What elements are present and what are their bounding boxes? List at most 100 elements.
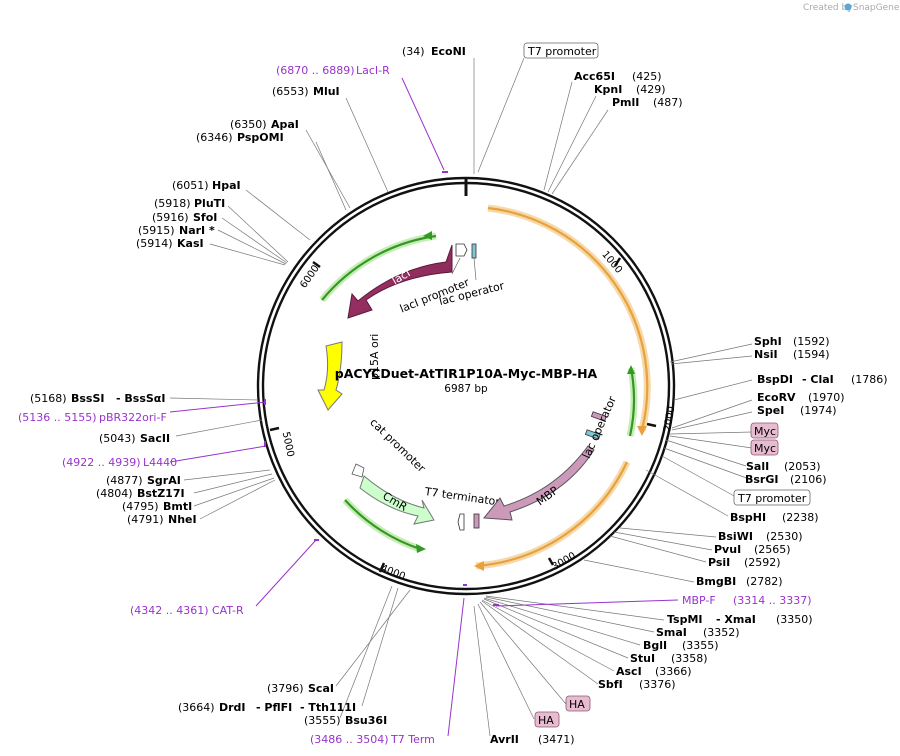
site-pspomi[interactable]: (6346) PspOMI <box>196 131 284 144</box>
site-econi[interactable]: (34) EcoNI <box>402 45 466 58</box>
t7-terminator-feature[interactable] <box>457 513 465 531</box>
svg-text:(5136 .. 5155): (5136 .. 5155) <box>18 411 97 424</box>
site-ecorv[interactable]: EcoRV (1970) <box>757 391 845 404</box>
site-sbfi[interactable]: SbfI (3376) <box>598 678 676 691</box>
myc-small-feature-1[interactable] <box>590 411 607 422</box>
primer-mbp-f[interactable]: MBP-F (3314 .. 3337) <box>682 594 812 607</box>
svg-text:- XmaI: - XmaI <box>716 613 756 626</box>
site-nari[interactable]: (5915) NarI * <box>138 224 215 237</box>
svg-text:(4922 .. 4939): (4922 .. 4939) <box>62 456 141 469</box>
site-bstz17i[interactable]: (4804) BstZ17I <box>96 487 185 500</box>
primer-cat-r[interactable]: (4342 .. 4361) CAT-R <box>130 604 244 617</box>
site-bmgbi[interactable]: BmgBI (2782) <box>696 575 783 588</box>
site-nsii[interactable]: NsiI (1594) <box>754 348 830 361</box>
orange-arc-2-arrow <box>474 561 484 571</box>
site-apai[interactable]: (6350) ApaI <box>230 118 299 131</box>
site-bsphi[interactable]: BspHI (2238) <box>730 511 819 524</box>
site-asci[interactable]: AscI (3366) <box>616 665 692 678</box>
svg-text:(3796): (3796) <box>267 682 304 695</box>
svg-text:SphI: SphI <box>754 335 782 348</box>
svg-text:PsiI: PsiI <box>708 556 730 569</box>
mbp-feature[interactable] <box>483 445 595 521</box>
site-psii[interactable]: PsiI (2592) <box>708 556 781 569</box>
site-sfoi[interactable]: (5916) SfoI <box>152 211 217 224</box>
svg-text:(2565): (2565) <box>754 543 791 556</box>
svg-text:(5914): (5914) <box>136 237 173 250</box>
tag-ha-2[interactable]: HA <box>534 711 560 728</box>
svg-text:Acc65I: Acc65I <box>574 70 615 83</box>
lac-operator-right-label: lac operator <box>580 394 619 461</box>
tick-2000: 2000 <box>662 405 677 432</box>
laci-feature[interactable] <box>347 244 453 319</box>
primer-t7-term[interactable]: (3486 .. 3504) T7 Term <box>310 733 435 746</box>
tag-myc-2[interactable]: Myc <box>750 439 779 456</box>
plasmid-name: pACYCDuet-AtTIR1P10A-Myc-MBP-HA <box>335 366 598 381</box>
green-arc-right-arrow <box>627 365 635 374</box>
primer-pbr322ori-f[interactable]: (5136 .. 5155) pBR322ori-F <box>18 411 167 424</box>
site-kpni[interactable]: KpnI (429) <box>594 83 666 96</box>
primer-l4440[interactable]: (4922 .. 4939) L4440 <box>62 456 177 469</box>
svg-text:(4342 .. 4361): (4342 .. 4361) <box>130 604 209 617</box>
site-sphi[interactable]: SphI (1592) <box>754 335 830 348</box>
svg-text:(5918): (5918) <box>154 197 191 210</box>
site-bsssi-bsssai[interactable]: (5168) BssSI - BssSαI <box>30 392 165 405</box>
svg-text:ScaI: ScaI <box>308 682 334 695</box>
site-sgrai[interactable]: (4877) SgrAI <box>106 474 181 487</box>
site-t7-promoter-right[interactable]: T7 promoter <box>733 489 811 506</box>
site-pmli[interactable]: PmlI (487) <box>612 96 683 109</box>
svg-text:BspHI: BspHI <box>730 511 766 524</box>
site-hpai[interactable]: (6051) HpaI <box>172 179 241 192</box>
site-kasi[interactable]: (5914) KasI <box>136 237 204 250</box>
tag-ha-1[interactable]: HA <box>565 695 591 712</box>
svg-text:(425): (425) <box>632 70 662 83</box>
site-sali[interactable]: SalI (2053) <box>746 460 821 473</box>
svg-text:NheI: NheI <box>168 513 197 526</box>
svg-text:EcoRV: EcoRV <box>757 391 796 404</box>
credit-brand: SnapGene <box>853 3 900 13</box>
site-pluti[interactable]: (5918) PluTI <box>154 197 225 210</box>
site-bspdi-clai[interactable]: BspDI - ClaI (1786) <box>757 373 888 386</box>
svg-text:BmtI: BmtI <box>163 500 192 513</box>
site-acc65i[interactable]: Acc65I (425) <box>574 70 662 83</box>
site-stui[interactable]: StuI (3358) <box>630 652 708 665</box>
site-avrii[interactable]: AvrII (3471) <box>490 733 575 746</box>
lac-operator-right-feature[interactable] <box>584 429 601 440</box>
svg-text:(3486 .. 3504): (3486 .. 3504) <box>310 733 389 746</box>
svg-text:HA: HA <box>569 698 585 711</box>
site-smai[interactable]: SmaI (3352) <box>656 626 740 639</box>
laci-promoter-feature[interactable] <box>455 243 468 257</box>
site-mlui[interactable]: (6553) MluI <box>272 85 340 98</box>
cmr-feature[interactable] <box>359 475 435 525</box>
p15a-ori-feature[interactable] <box>317 341 343 411</box>
site-drdi-pflfi-tth111i[interactable]: (3664) DrdI - PflFI - Tth111I <box>178 701 356 714</box>
svg-text:- PflFI: - PflFI <box>256 701 292 714</box>
site-bmti[interactable]: (4795) BmtI <box>122 500 192 513</box>
snapgene-logo-icon <box>844 3 852 11</box>
ha-small-feature[interactable] <box>473 513 480 529</box>
site-nhei[interactable]: (4791) NheI <box>127 513 197 526</box>
site-bsrgi[interactable]: BsrGI (2106) <box>745 473 827 486</box>
plasmid-size: 6987 bp <box>444 383 488 395</box>
primer-laci-r[interactable]: (6870 .. 6889) LacI-R <box>276 64 390 77</box>
p15a-ori-label: p15A ori <box>368 334 381 380</box>
tag-myc-1[interactable]: Myc <box>750 422 779 439</box>
site-bsiwi[interactable]: BsiWI (2530) <box>718 530 803 543</box>
cat-promoter-feature[interactable] <box>351 463 365 478</box>
site-sacii[interactable]: (5043) SacII <box>99 432 170 445</box>
lac-operator-top-feature[interactable] <box>471 243 477 259</box>
svg-text:HpaI: HpaI <box>212 179 241 192</box>
site-pvui[interactable]: PvuI (2565) <box>714 543 791 556</box>
green-arc-bottom <box>344 499 421 551</box>
site-scai[interactable]: (3796) ScaI <box>267 682 334 695</box>
svg-text:T7 promoter: T7 promoter <box>527 45 597 58</box>
site-tspmi-xmai[interactable]: TspMI - XmaI (3350) <box>667 613 813 626</box>
svg-text:HA: HA <box>538 714 554 727</box>
site-bsu36i[interactable]: (3555) Bsu36I <box>304 714 387 727</box>
svg-text:KpnI: KpnI <box>594 83 622 96</box>
svg-text:NsiI: NsiI <box>754 348 778 361</box>
site-t7-promoter-top[interactable]: T7 promoter <box>523 42 599 59</box>
site-bgli[interactable]: BglI (3355) <box>643 639 719 652</box>
site-spei[interactable]: SpeI (1974) <box>757 404 837 417</box>
tick-5000: 5000 <box>280 431 296 458</box>
